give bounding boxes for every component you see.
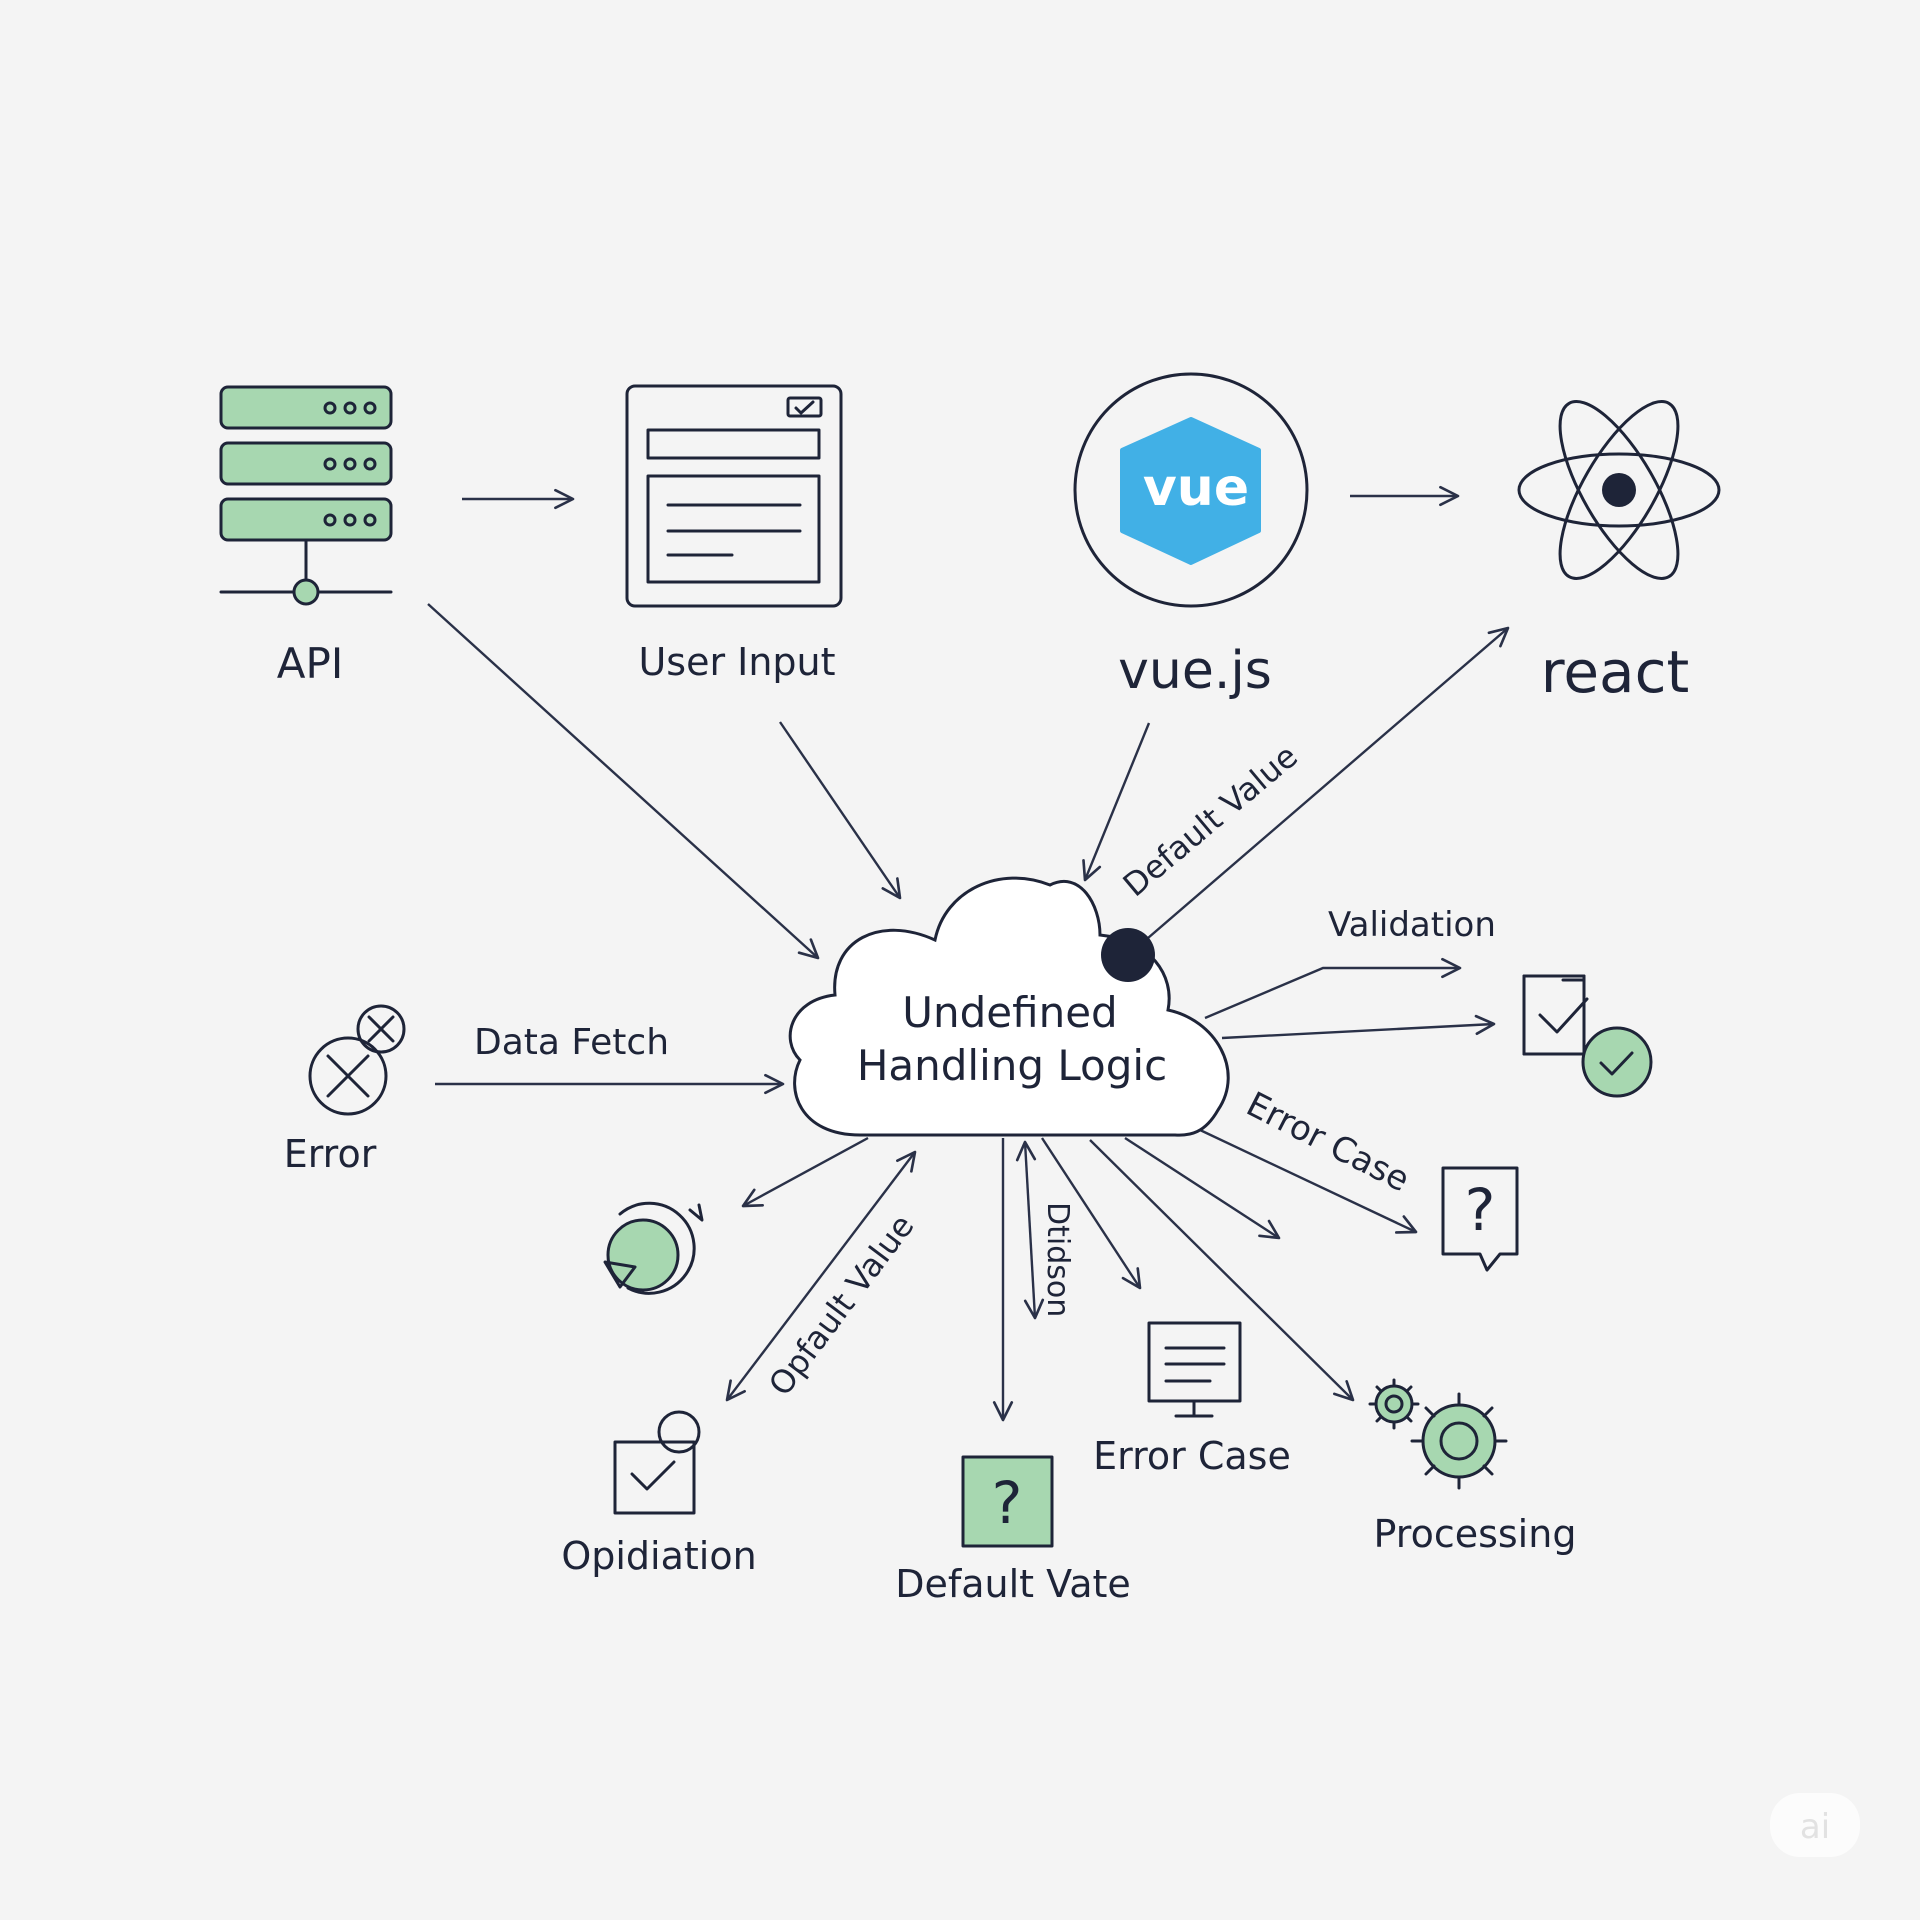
arrow-vue-to-center (1082, 722, 1151, 882)
svg-text:?: ? (992, 1469, 1023, 1537)
edge-label-default-value: Default Value (1116, 737, 1305, 904)
connector-dot (1101, 928, 1155, 982)
arrow-user-input-to-center (779, 721, 902, 900)
user-input-label: User Input (638, 640, 835, 684)
react-atom-icon (1517, 400, 1721, 580)
arrow-api-to-center (427, 603, 820, 960)
arrow-bidirectional-opidiation (725, 1150, 917, 1402)
edge-label-opfault-value: Opfault Value (761, 1207, 921, 1402)
arrow-center-to-monitor (1040, 1137, 1142, 1290)
watermark-text: ai (1800, 1807, 1830, 1847)
watermark: ai (1770, 1793, 1860, 1857)
server-icon (219, 385, 393, 606)
arrow-center-to-validation (1204, 957, 1462, 1020)
vue-label: vue.js (1118, 641, 1272, 701)
default-vate-label: Default Vate (895, 1562, 1131, 1606)
api-node: API (219, 385, 393, 688)
opidiation-label: Opidiation (561, 1534, 756, 1578)
api-label: API (277, 639, 343, 688)
error-case-label: Error Case (1093, 1434, 1291, 1478)
arrow-center-to-question-bubble (1199, 1128, 1418, 1234)
arrow-center-to-checked-docs (1221, 1014, 1496, 1040)
user-input-node: User Input (625, 384, 843, 684)
processing-label: Processing (1374, 1512, 1577, 1556)
center-node: Undefined Handling Logic (788, 876, 1230, 1137)
form-window-icon (625, 384, 843, 608)
error-label: Error (284, 1132, 377, 1176)
edge-label-data-fetch: Data Fetch (474, 1022, 669, 1063)
arrow-center-error-case-short (1124, 1136, 1281, 1240)
opidiation-node: Opidiation (561, 1410, 757, 1578)
svg-text:?: ? (1465, 1176, 1496, 1244)
connectors (427, 485, 1510, 1422)
gears-icon (1368, 1378, 1508, 1490)
edge-label-validation: Validation (1328, 905, 1496, 945)
arrow-center-to-processing (1089, 1139, 1355, 1402)
refresh-icon (603, 1201, 704, 1295)
center-title-line2: Handling Logic (857, 1041, 1167, 1090)
edge-label-dtidson: Dtidson (1040, 1202, 1075, 1317)
vue-node: vue vue.js (1073, 372, 1309, 701)
error-x-circle-icon (308, 1004, 406, 1116)
center-title-line1: Undefined (902, 988, 1117, 1037)
error-case-node: Error Case (1093, 1321, 1291, 1478)
arrow-bidirectional-dtidson (1015, 1140, 1045, 1320)
react-node: react (1517, 400, 1721, 706)
question-bubble-icon: ? (1441, 1166, 1519, 1272)
monitor-icon (1147, 1321, 1242, 1418)
arrow-center-to-react (1147, 626, 1510, 939)
error-node: Error (284, 1004, 406, 1176)
vue-logo-icon (1120, 417, 1261, 565)
react-label: react (1541, 638, 1689, 706)
vue-logo-text: vue (1143, 458, 1249, 518)
default-vate-node: ? Default Vate (895, 1455, 1131, 1606)
processing-node: Processing (1368, 1378, 1577, 1556)
question-box-icon: ? (961, 1455, 1054, 1548)
checked-documents-icon (1522, 974, 1653, 1098)
checkbox-document-icon (613, 1410, 701, 1515)
edge-label-error-case: Error Case (1240, 1084, 1416, 1200)
vue-badge-circle (1073, 372, 1309, 608)
arrow-center-to-refresh (741, 1136, 869, 1208)
